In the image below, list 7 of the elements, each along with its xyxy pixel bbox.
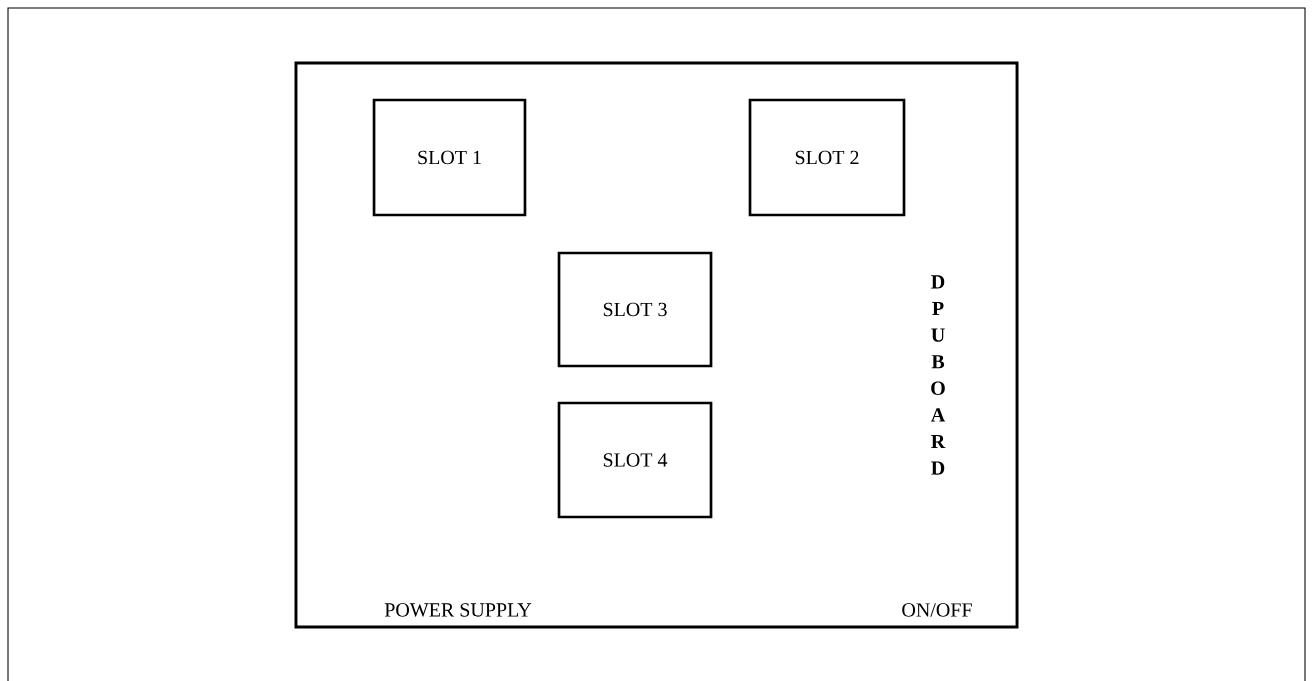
board-label: ON/OFF bbox=[902, 603, 972, 617]
slot-box: SLOT 1 bbox=[372, 98, 527, 217]
slot-box: SLOT 3 bbox=[557, 251, 713, 368]
slot-box: SLOT 2 bbox=[748, 98, 906, 217]
vertical-label: DPU BOARD bbox=[930, 275, 946, 475]
board-label: POWER SUPPLY bbox=[384, 603, 532, 617]
slot-box: SLOT 4 bbox=[557, 401, 713, 519]
